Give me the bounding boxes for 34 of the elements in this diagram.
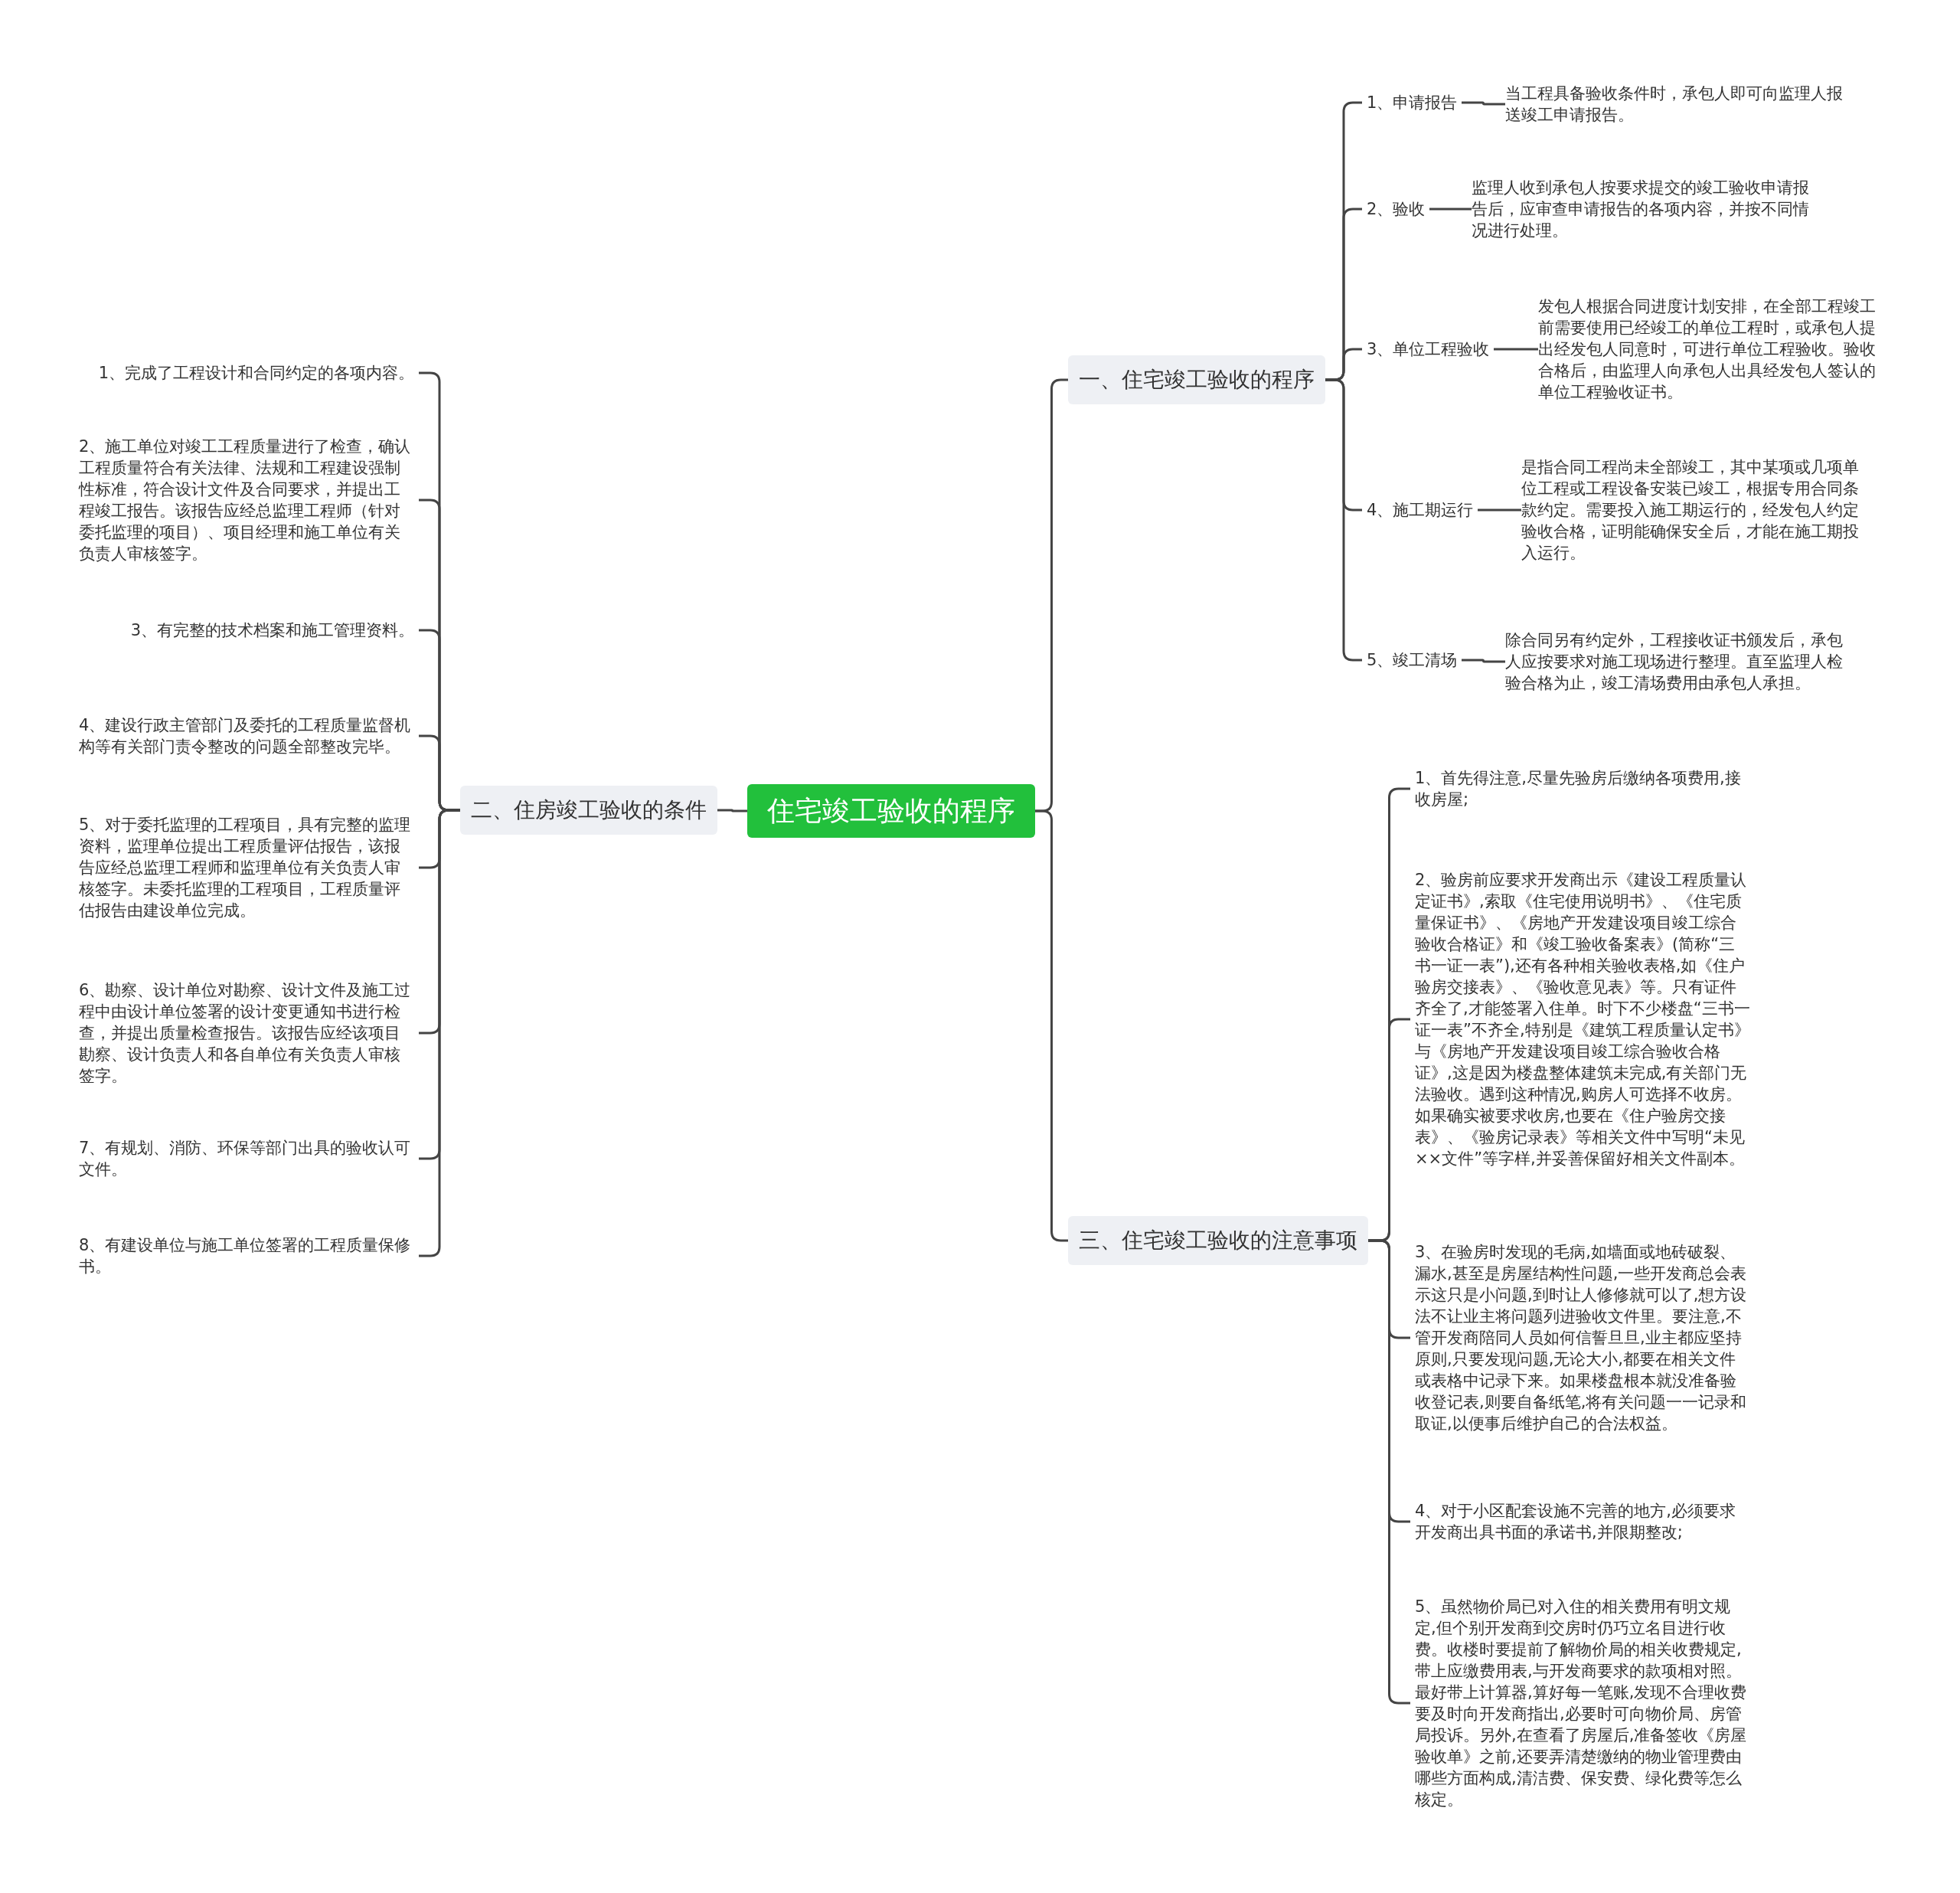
detail-text: 发包人根据合同进度计划安排，在全部工程竣工前需要使用已经竣工的单位工程时，或承包人提出经发包人同意时，可进行单位工程验收。验收合格后，由监理人向承包人出具经发包人签认的单位工程验收证书。 [1538, 296, 1880, 403]
subtopic-text: 1、申请报告 [1362, 92, 1462, 113]
connector-line [1429, 208, 1472, 211]
connector-line [1462, 659, 1505, 663]
subtopic-text: 7、有规划、消防、环保等部门出具的验收认可文件。 [74, 1137, 419, 1180]
detail-text: 是指合同工程尚未全部竣工，其中某项或几项单位工程或工程设备安装已竣工，根据专用合同条款约定。需要投入施工期运行的，经发包人约定验收合格，证明能确保安全后，才能在施工期投入运行。 [1521, 456, 1863, 564]
branch-topic: 一、住宅竣工验收的程序 [1068, 355, 1325, 404]
subtopic-text: 3、单位工程验收 [1362, 338, 1494, 360]
subtopic-text: 4、对于小区配套设施不完善的地方,必须要求开发商出具书面的承诺书,并限期整改; [1410, 1500, 1755, 1543]
subtopic-text: 2、施工单位对竣工工程质量进行了检查，确认工程质量符合有关法律、法规和工程建设强制性标准，符合设计文件及合同要求，并提出工程竣工报告。该报告应经总监理工程师（针对委托监理的项目）、项目经理和施工单位有关负责人审核签字。 [74, 436, 419, 564]
connector-line [1478, 508, 1521, 512]
connector-line [1462, 101, 1505, 106]
subtopic-text: 3、在验房时发现的毛病,如墙面或地砖破裂、漏水,甚至是房屋结构性问题,一些开发商总会表示这只是小问题,到时让人修修就可以了,想方设法不让业主将问题列进验收文件里。要注意,不管开发商陪同人员如何信誓旦旦,业主都应坚持原则,只要发现问题,无论大小,都要在相关文件或表格中记录下来。如果楼盘根本就没准备验收登记表,则要自备纸笔,将有关问题一一记录和取证,以便事后维护自己的合法权益。 [1410, 1241, 1755, 1434]
subtopic-text: 3、有完整的技术档案和施工管理资料。 [126, 620, 419, 641]
branch-topic: 三、住宅竣工验收的注意事项 [1068, 1216, 1368, 1265]
branch-topic: 二、住房竣工验收的条件 [460, 786, 717, 835]
subtopic-text: 5、对于委托监理的工程项目，具有完整的监理资料，监理单位提出工程质量评估报告，该报告应经总监理工程师和监理单位有关负责人审核签字。未委托监理的工程项目，工程质量评估报告由建设单位完成。 [74, 814, 419, 921]
subtopic-text: 1、完成了工程设计和合同约定的各项内容。 [93, 362, 419, 384]
connector-line [717, 809, 747, 812]
subtopic-text: 2、验房前应要求开发商出示《建设工程质量认定证书》,索取《住宅使用说明书》、《住宅质量保证书》、《房地产开发建设项目竣工综合验收合格证》和《竣工验收备案表》(简称“三书一证一表”),还有各种相关验收表格,如《住户验房交接表》、《验收意见表》等。只有证件齐全了,才能签署入住单。时下不少楼盘“三书一证一表”不齐全,特别是《建筑工程质量认定书》与《房地产开发建设项目竣工综合验收合格证》,这是因为楼盘整体建筑未完成,有关部门无法验收。遇到这种情况,购房人可选择不收房。如果确实被要求收房,也要在《住户验房交接表》、《验房记录表》等相关文件中写明“未见××文件”等字样,并妥善保留好相关文件副本。 [1410, 869, 1755, 1169]
detail-text: 监理人收到承包人按要求提交的竣工验收申请报告后，应审查申请报告的各项内容，并按不同情况进行处理。 [1472, 177, 1813, 241]
subtopic-text: 5、虽然物价局已对入住的相关费用有明文规定,但个别开发商到交房时仍巧立名目进行收费。收楼时要提前了解物价局的相关收费规定,带上应缴费用表,与开发商要求的款项相对照。最好带上计算器,算好每一笔账,发现不合理收费要及时向开发商指出,必要时可向物价局、房管局投诉。另外,在查看了房屋后,准备签收《房屋验收单》之前,还要弄清楚缴纳的物业管理费由哪些方面构成,清洁费、保安费、绿化费等怎么核定。 [1410, 1596, 1755, 1810]
subtopic-text: 6、勘察、设计单位对勘察、设计文件及施工过程中由设计单位签署的设计变更通知书进行检查，并提出质量检查报告。该报告应经该项目勘察、设计负责人和各自单位有关负责人审核签字。 [74, 979, 419, 1087]
connector-line [1494, 348, 1538, 351]
subtopic-text: 5、竣工清场 [1362, 649, 1462, 671]
subtopic-text: 8、有建设单位与施工单位签署的工程质量保修书。 [74, 1234, 419, 1277]
subtopic-text: 4、施工期运行 [1362, 499, 1478, 521]
connector-line [1035, 809, 1068, 1242]
subtopic-text: 4、建设行政主管部门及委托的工程质量监督机构等有关部门责令整改的问题全部整改完毕。 [74, 714, 419, 757]
subtopic-text: 1、首先得注意,尽量先验房后缴纳各项费用,接收房屋; [1410, 767, 1755, 810]
subtopic-text: 2、验收 [1362, 198, 1430, 220]
detail-text: 除合同另有约定外，工程接收证书颁发后，承包人应按要求对施工现场进行整理。直至监理人检验合格为止，竣工清场费用由承包人承担。 [1505, 629, 1847, 694]
detail-text: 当工程具备验收条件时，承包人即可向监理人报送竣工申请报告。 [1505, 83, 1847, 126]
central-topic: 住宅竣工验收的程序 [747, 784, 1035, 838]
